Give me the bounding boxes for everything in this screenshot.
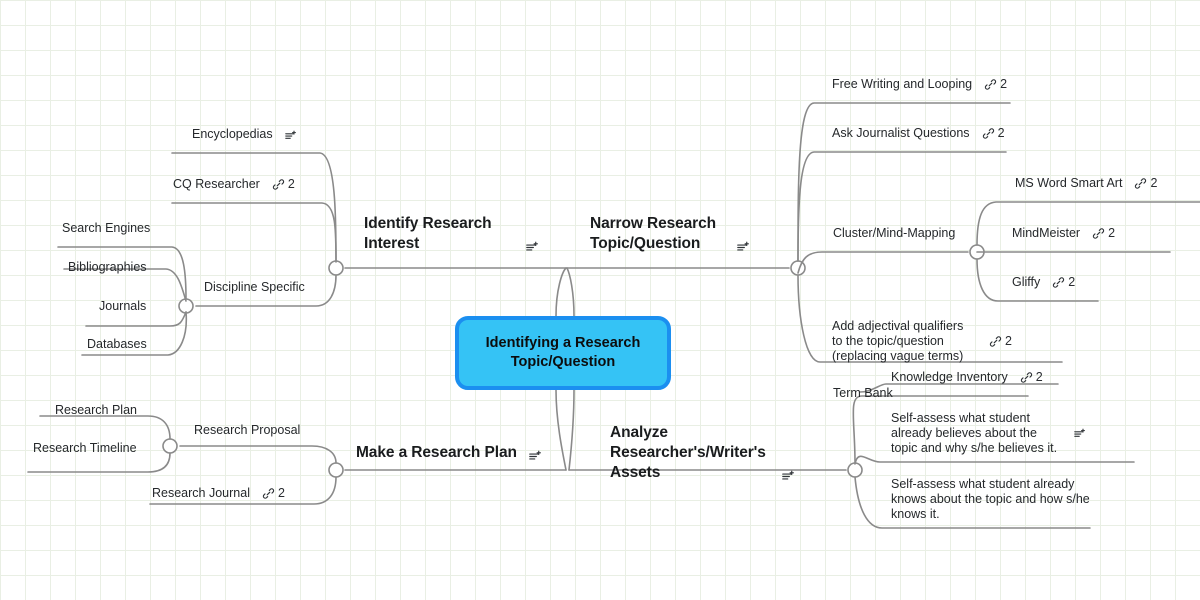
link-count: 2 <box>997 126 1005 140</box>
link-icon-group[interactable]: 2 <box>982 126 1005 141</box>
node-label: Free Writing and Looping <box>832 77 973 91</box>
node-mindmeister[interactable]: MindMeister 2 <box>1012 226 1115 241</box>
node-label: Ask Journalist Questions <box>832 126 970 140</box>
node-self-assess-believes[interactable]: Self-assess what student already believe… <box>891 411 1086 456</box>
link-icon-group[interactable]: 2 <box>989 334 1012 349</box>
node-label: Knowledge Inventory <box>891 370 1008 384</box>
node-label: Term Bank <box>833 386 893 400</box>
branch-analyze-researchers-writers-assets[interactable]: Analyze Researcher's/Writer's Assets <box>610 423 795 483</box>
branch-label: Make a Research Plan <box>356 444 517 461</box>
node-term-bank[interactable]: Term Bank <box>833 386 893 401</box>
node-databases[interactable]: Databases <box>87 337 147 352</box>
node-label: Search Engines <box>62 221 151 235</box>
node-encyclopedias[interactable]: Encyclopedias <box>192 127 297 142</box>
node-self-assess-knows[interactable]: Self-assess what student already knows a… <box>891 477 1091 522</box>
node-label: CQ Researcher <box>173 177 260 191</box>
node-ms-word-smart-art[interactable]: MS Word Smart Art 2 <box>1015 176 1157 191</box>
node-research-plan[interactable]: Research Plan <box>55 403 137 418</box>
note-add-icon[interactable] <box>782 470 795 483</box>
branch-identify-research-interest[interactable]: Identify Research Interest <box>364 214 539 254</box>
node-discipline-specific[interactable]: Discipline Specific <box>204 280 305 295</box>
node-label: MindMeister <box>1012 226 1081 240</box>
link-count: 2 <box>1150 176 1158 190</box>
node-bibliographies[interactable]: Bibliographies <box>68 260 147 275</box>
node-label: MS Word Smart Art <box>1015 176 1123 190</box>
link-icon-group[interactable]: 2 <box>984 77 1007 92</box>
link-icon-group[interactable]: 2 <box>1020 370 1043 385</box>
node-label: Encyclopedias <box>192 127 273 141</box>
link-icon-group[interactable]: 2 <box>1134 176 1157 191</box>
node-label: Journals <box>99 299 147 313</box>
center-node-label: Identifying a Research Topic/Question <box>485 335 641 370</box>
node-research-journal[interactable]: Research Journal 2 <box>152 486 285 501</box>
node-label: Research Proposal <box>194 423 301 437</box>
node-label: Research Plan <box>55 403 137 417</box>
node-label: Research Journal <box>152 486 250 500</box>
node-label: Add adjectival qualifiers to the topic/q… <box>832 319 964 363</box>
node-research-proposal[interactable]: Research Proposal <box>194 423 300 438</box>
node-add-adjectival-qualifiers[interactable]: Add adjectival qualifiers to the topic/q… <box>832 319 1012 364</box>
node-label: Research Timeline <box>33 441 137 455</box>
node-label: Cluster/Mind-Mapping <box>833 226 956 240</box>
node-research-timeline[interactable]: Research Timeline <box>33 441 137 456</box>
node-label: Bibliographies <box>68 260 147 274</box>
node-journals[interactable]: Journals <box>99 299 146 314</box>
note-add-icon[interactable] <box>1074 428 1086 440</box>
branch-label: Identify Research Interest <box>364 215 492 252</box>
node-free-writing-and-looping[interactable]: Free Writing and Looping 2 <box>832 77 1007 92</box>
link-count: 2 <box>1000 77 1008 91</box>
note-add-icon[interactable] <box>526 241 539 254</box>
branch-label: Narrow Research Topic/Question <box>590 215 717 252</box>
node-gliffy[interactable]: Gliffy 2 <box>1012 275 1075 290</box>
link-icon-group[interactable]: 2 <box>1092 226 1115 241</box>
node-label: Self-assess what student already knows a… <box>891 477 1090 521</box>
link-count: 2 <box>1108 226 1116 240</box>
link-count: 2 <box>1068 275 1076 289</box>
node-label: Discipline Specific <box>204 280 305 294</box>
link-count: 2 <box>1035 370 1043 384</box>
node-search-engines[interactable]: Search Engines <box>62 221 150 236</box>
link-count: 2 <box>277 486 285 500</box>
note-add-icon[interactable] <box>737 241 750 254</box>
link-count: 2 <box>287 177 295 191</box>
node-label: Gliffy <box>1012 275 1041 289</box>
node-label: Databases <box>87 337 147 351</box>
branch-label: Analyze Researcher's/Writer's Assets <box>610 424 766 481</box>
link-count: 2 <box>1005 334 1012 348</box>
link-icon-group[interactable]: 2 <box>262 486 285 501</box>
node-cq-researcher[interactable]: CQ Researcher 2 <box>173 177 295 192</box>
link-icon-group[interactable]: 2 <box>1052 275 1075 290</box>
node-ask-journalist-questions[interactable]: Ask Journalist Questions 2 <box>832 126 1005 141</box>
center-node[interactable]: Identifying a Research Topic/Question <box>455 316 671 390</box>
node-cluster-mind-mapping[interactable]: Cluster/Mind-Mapping <box>833 226 955 241</box>
note-add-icon[interactable] <box>284 130 297 142</box>
link-icon-group[interactable]: 2 <box>272 177 295 192</box>
note-add-icon[interactable] <box>529 450 542 463</box>
branch-narrow-research-topic-question[interactable]: Narrow Research Topic/Question <box>590 214 750 254</box>
branch-make-a-research-plan[interactable]: Make a Research Plan <box>356 443 542 463</box>
node-label: Self-assess what student already believe… <box>891 411 1058 455</box>
node-knowledge-inventory[interactable]: Knowledge Inventory 2 <box>891 370 1043 385</box>
